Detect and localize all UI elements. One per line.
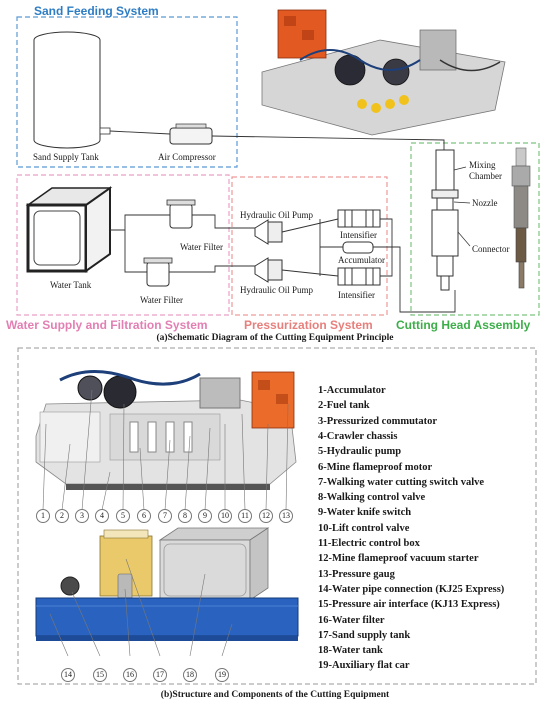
nozzle-label: Nozzle: [472, 198, 498, 208]
callout-7: 7: [158, 509, 172, 523]
sand-supply-tank-drawing: [33, 31, 111, 149]
callout-4: 4: [95, 509, 109, 523]
component-item: 1-Accumulator: [318, 385, 386, 396]
hydraulic-pump-1-drawing: [254, 219, 283, 245]
cutting-machine-photo: [261, 9, 506, 136]
cutting-head-photo: [511, 147, 531, 289]
component-item: 18-Water tank: [318, 645, 383, 657]
schematic-diagram: [16, 9, 540, 316]
component-item: 16-Water filter: [318, 614, 385, 626]
intensifier-2-label: Intensifier: [338, 290, 375, 300]
crawler-unit-photo: [35, 369, 297, 490]
callout-16: 16: [123, 668, 137, 682]
cutting-head-frame: [410, 142, 540, 316]
component-item: 5-Hydraulic pump: [318, 446, 402, 458]
component-item: 12-Mine flameproof vacuum starter: [318, 553, 479, 565]
callout-15: 15: [93, 668, 107, 682]
component-item: 17-Sand supply tank: [318, 629, 411, 641]
air-compressor-label: Air Compressor: [158, 152, 216, 162]
callout-6: 6: [137, 509, 151, 523]
component-item: 8-Walking control valve: [318, 492, 426, 504]
callout-12: 12: [259, 509, 273, 523]
callout-18: 18: [183, 668, 197, 682]
component-item: 4-Crawler chassis: [318, 430, 398, 442]
component-item: 9-Water knife switch: [318, 507, 412, 519]
water-filter-1-drawing: [166, 199, 196, 229]
component-item: 11-Electric control box: [318, 538, 420, 549]
water-filter-1-label: Water Filter: [180, 242, 224, 252]
sand-supply-tank-label: Sand Supply Tank: [33, 152, 99, 162]
callout-2: 2: [55, 509, 69, 523]
callout-19: 19: [215, 668, 229, 682]
callout-14: 14: [61, 668, 75, 682]
callout-17: 17: [153, 668, 167, 682]
water-supply-system-title: Water Supply and Filtration System: [6, 318, 208, 332]
mixing-chamber-label-2: Chamber: [469, 171, 502, 181]
callout-3: 3: [75, 509, 89, 523]
accumulator-drawing: [342, 241, 374, 254]
callout-10: 10: [218, 509, 232, 523]
part-a-caption: (a)Schematic Diagram of the Cutting Equi…: [156, 333, 394, 343]
part-b-caption: (b)Structure and Components of the Cutti…: [160, 690, 390, 700]
water-tank-drawing: [25, 186, 113, 273]
sand-feeding-frame: [16, 16, 238, 168]
callout-1: 1: [36, 509, 50, 523]
structure-figure: [17, 347, 537, 685]
component-item: 7-Walking water cutting switch valve: [318, 476, 485, 488]
intensifier-1-label: Intensifier: [340, 230, 377, 240]
water-tank-label: Water Tank: [50, 280, 92, 290]
callout-5: 5: [116, 509, 130, 523]
callout-9: 9: [198, 509, 212, 523]
component-item: 19-Auxiliary flat car: [318, 660, 410, 672]
callout-13: 13: [279, 509, 293, 523]
hydraulic-pump-2-drawing: [254, 257, 283, 283]
component-item: 13-Pressure gaug: [318, 568, 395, 580]
mixing-chamber-label-1: Mixing: [469, 160, 496, 170]
water-filter-2-drawing: [143, 257, 173, 287]
component-item: 10-Lift control valve: [318, 522, 410, 534]
callout-8: 8: [178, 509, 192, 523]
sand-feeding-system-title: Sand Feeding System: [34, 4, 159, 18]
air-compressor-drawing: [169, 123, 213, 145]
intensifier-2-drawing: [337, 267, 381, 286]
pressurization-system-title: Pressurization System: [244, 318, 373, 332]
cutting-head-assembly-title: Cutting Head Assembly: [396, 318, 531, 332]
pressurization-frame: [231, 176, 388, 316]
hydraulic-pump-2-label: Hydraulic Oil Pump: [240, 285, 313, 295]
component-item: 14-Water pipe connection (KJ25 Express): [318, 583, 505, 595]
component-item: 6-Mine flameproof motor: [318, 461, 433, 473]
component-item: 2-Fuel tank: [318, 400, 370, 412]
water-filter-2-label: Water Filter: [140, 295, 184, 305]
connector-label: Connector: [472, 244, 510, 254]
callout-11: 11: [238, 509, 252, 523]
flat-car-photo: [35, 527, 299, 641]
component-item: 3-Pressurized commutator: [318, 415, 438, 427]
water-supply-frame: [16, 174, 230, 316]
intensifier-1-drawing: [337, 209, 381, 228]
cutting-head-drawing: [431, 149, 459, 291]
component-item: 15-Pressure air interface (KJ13 Express): [318, 599, 500, 611]
hydraulic-pump-1-label: Hydraulic Oil Pump: [240, 210, 313, 220]
accumulator-label: Accumulator: [338, 255, 385, 265]
part-b-frame: [17, 347, 537, 685]
